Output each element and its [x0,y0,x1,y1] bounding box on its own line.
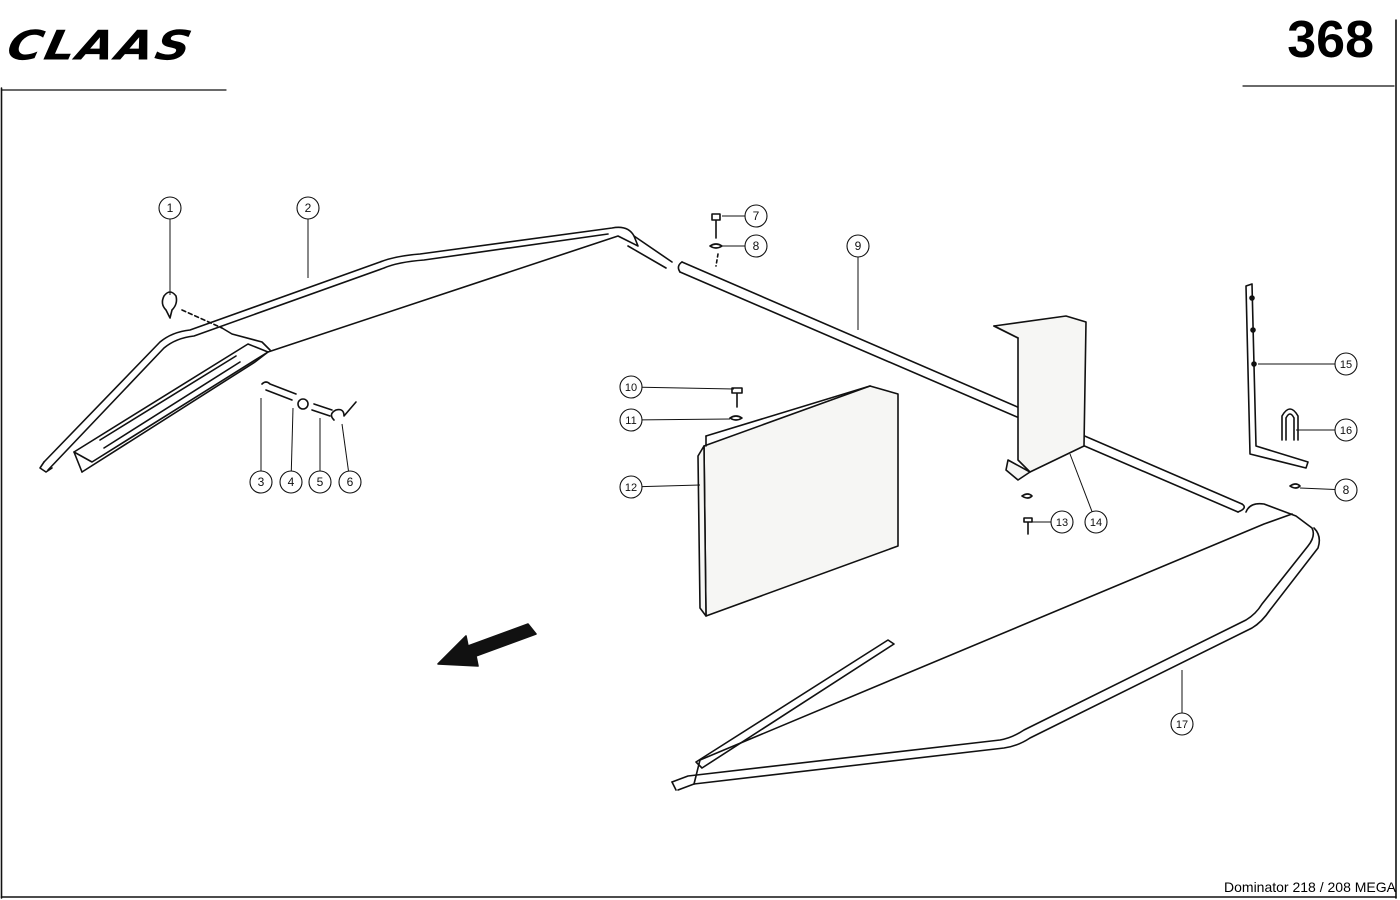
callout-label: 9 [855,239,862,253]
callout-label: 1 [167,201,174,215]
washer-right [1289,483,1301,489]
hardware-bolt-bracket [1021,493,1033,535]
callout-circle [846,234,870,258]
callout-circle [1334,418,1358,442]
callout-label: 12 [625,482,637,494]
callout-c2: 2 [296,196,320,278]
callout-circle [308,470,332,494]
callout-c8b: 8 [1299,478,1358,502]
angle-strap [1245,283,1309,469]
callout-c7: 7 [722,204,768,228]
callout-circle [296,196,320,220]
callout-circle [1334,478,1358,502]
callout-c11: 11 [619,408,731,432]
callout-c1: 1 [158,196,182,295]
callout-c3: 3 [249,398,273,494]
callout-c16: 16 [1296,418,1358,442]
callout-leader [341,423,349,472]
hardware-bolt-top [709,213,723,267]
mounting-bracket [993,315,1087,481]
callout-label: 10 [625,382,637,394]
callout-c9: 9 [846,234,870,330]
hardware-bolts-left [161,291,357,421]
callout-circle [619,408,643,432]
callout-label: 7 [753,209,760,223]
callout-label: 8 [753,239,760,253]
callout-label: 4 [288,475,295,489]
callout-circle [249,470,273,494]
callout-c8a: 8 [722,234,768,258]
u-bolt [1281,408,1299,441]
callout-leader [290,407,294,472]
callout-label: 5 [317,475,324,489]
callout-circle [279,470,303,494]
callout-circle [158,196,182,220]
callout-c12: 12 [619,475,701,499]
callout-label: 11 [625,415,636,427]
callout-c14: 14 [1069,453,1108,534]
callout-leader [641,484,701,488]
callout-circle [1170,712,1194,736]
callout-label: 16 [1340,425,1352,437]
callout-label: 14 [1090,517,1102,529]
callout-circle [1334,352,1358,376]
callout-label: 13 [1056,517,1068,529]
callout-leader [641,386,735,390]
footer-model-label: Dominator 218 / 208 MEGA [1224,879,1396,895]
callout-c5: 5 [308,418,332,494]
callout-circle [338,470,362,494]
callout-circle [1050,510,1074,534]
page-number: 368 [1287,11,1374,69]
callout-circle [619,375,643,399]
hardware-bolt-plate [729,387,743,421]
callout-label: 8 [1343,483,1350,497]
callout-c17: 17 [1170,670,1194,736]
left-rail-frame [39,226,673,473]
callout-label: 2 [305,201,312,215]
callout-circle [1084,510,1108,534]
callout-circle [619,475,643,499]
callout-label: 15 [1340,359,1352,371]
callout-label: 6 [347,475,354,489]
callout-circle [744,204,768,228]
callout-leader [1069,453,1093,512]
callout-label: 17 [1176,719,1188,731]
callout-c10: 10 [619,375,735,399]
direction-arrow [437,623,537,667]
callout-c13: 13 [1030,510,1074,534]
right-rail-frame [671,502,1321,791]
plate-panel [697,385,899,617]
center-tube [677,261,1246,513]
callout-c15: 15 [1258,352,1358,376]
callout-label: 3 [258,475,265,489]
callout-leader [1299,487,1336,491]
callout-leader [641,418,731,421]
callout-c6: 6 [338,423,362,494]
callout-c4: 4 [279,407,303,494]
callout-circle [744,234,768,258]
